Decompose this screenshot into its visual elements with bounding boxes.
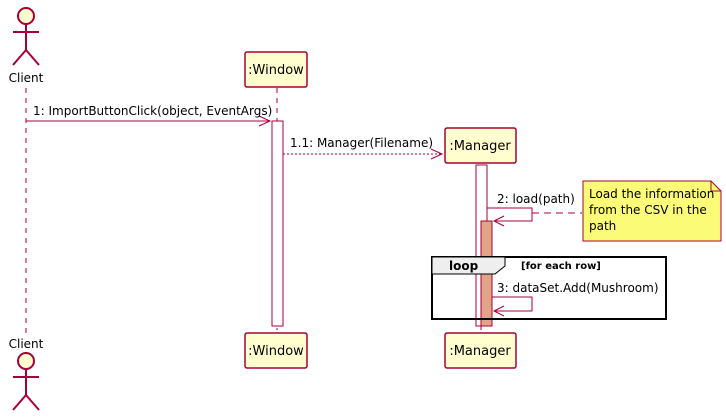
manager-label-top: :Manager: [449, 139, 511, 154]
message-3-label: 3: dataSet.Add(Mushroom): [497, 281, 659, 295]
message-3-line: [492, 296, 533, 312]
window-box-top: [244, 51, 308, 88]
note-line-1: Load the information: [589, 187, 714, 201]
loop-tab: [431, 256, 506, 275]
client-label-top: Client: [9, 71, 44, 85]
message-1-arrowhead: [258, 115, 272, 127]
message-2-arrowhead: [492, 215, 505, 227]
message-1-1-arrowhead: [430, 148, 444, 160]
message-3-arrowhead: [492, 305, 505, 317]
note: [582, 180, 722, 242]
window-box-bottom: [244, 332, 308, 369]
note-line-2: from the CSV in the: [589, 203, 707, 217]
window-label-bottom: :Window: [248, 344, 304, 359]
loop-keyword: loop: [449, 259, 479, 273]
loop-condition: [for each row]: [521, 261, 601, 272]
message-2-line: [487, 207, 533, 222]
window-label-top: :Window: [248, 63, 304, 78]
window-activation: [271, 120, 284, 327]
manager-box-top: [444, 127, 517, 164]
message-1-label: 1: ImportButtonClick(object, EventArgs): [33, 104, 272, 118]
manager-label-bottom: :Manager: [449, 344, 511, 359]
message-1-1-label: 1.1: Manager(Filename): [290, 136, 433, 150]
note-line-3: path: [589, 219, 616, 233]
manager-box-bottom: [444, 332, 517, 369]
client-label-bottom: Client: [9, 337, 44, 351]
message-2-label: 2: load(path): [497, 192, 575, 206]
client-actor-bottom: [12, 352, 40, 411]
client-actor-top: [12, 7, 40, 66]
loop-frame: [431, 256, 667, 320]
